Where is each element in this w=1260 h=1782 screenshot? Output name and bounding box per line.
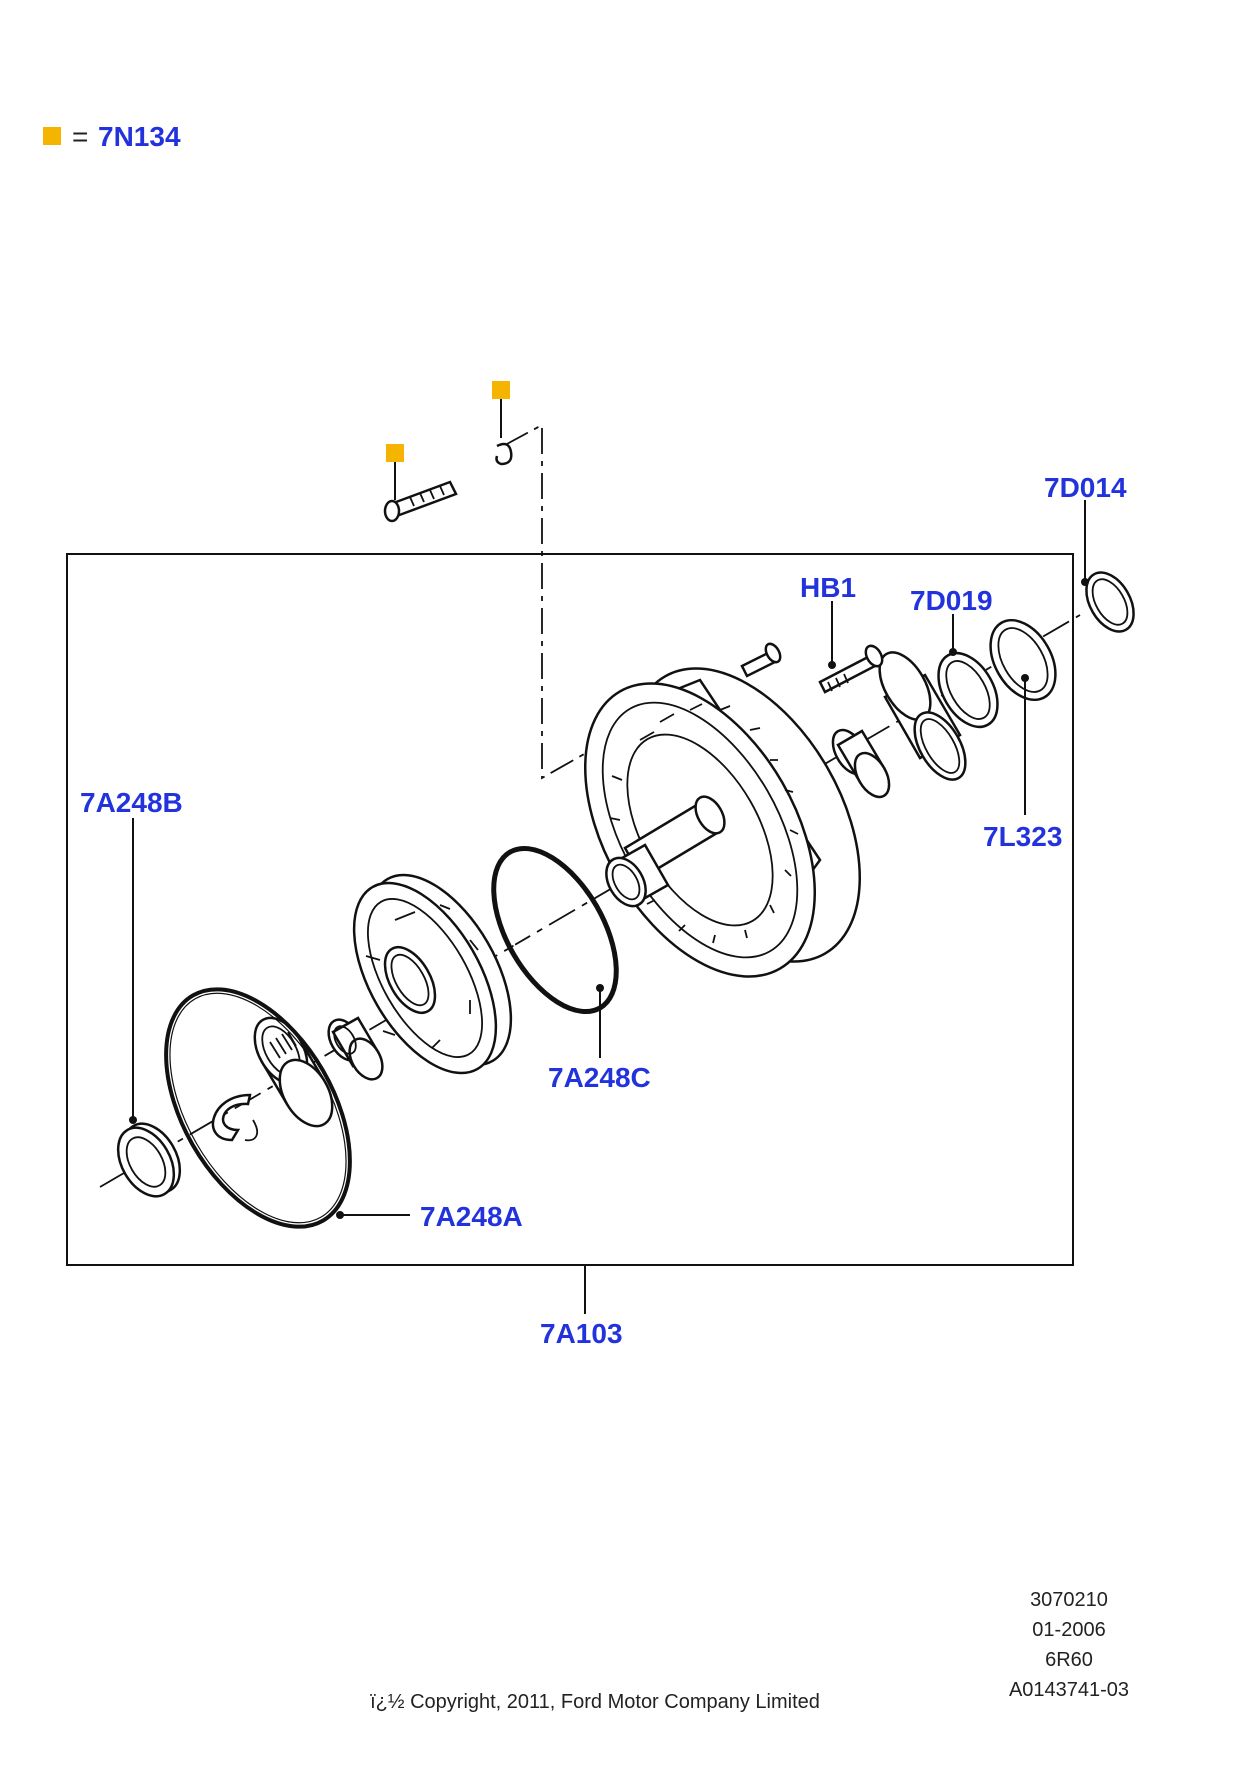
callout-7D014: 7D014	[1044, 472, 1127, 503]
legend-code: 7N134	[98, 121, 181, 152]
legend-marker-icon	[43, 127, 61, 145]
clip-icon	[495, 442, 513, 466]
legend-equals: =	[72, 121, 88, 152]
ring-7L323-icon	[989, 618, 1057, 702]
ring-7D014-icon	[1085, 571, 1135, 633]
copyright-notice: ï¿½ Copyright, 2011, Ford Motor Company …	[370, 1691, 820, 1713]
screw-icon-right	[818, 644, 884, 694]
ring-7D019-icon	[937, 651, 999, 729]
callout-7A103: 7A103	[540, 1318, 623, 1349]
bushing-large-icon	[878, 651, 967, 781]
marker-icon-clip	[492, 381, 510, 399]
ref-number: 3070210	[1030, 1589, 1108, 1611]
snap-ring-icon	[211, 1093, 252, 1142]
callout-7L323: 7L323	[983, 821, 1062, 852]
bushing-small-icon	[831, 728, 891, 799]
ref-illustration-id: A0143741-03	[1009, 1679, 1129, 1701]
screw-icon-left	[740, 642, 782, 678]
callout-7A248C: 7A248C	[548, 1062, 651, 1093]
pump-cover-icon	[352, 873, 513, 1075]
oring-7A248A-icon	[164, 987, 352, 1229]
seal-7A248B-icon	[116, 1122, 182, 1198]
ref-date: 01-2006	[1032, 1619, 1105, 1641]
pump-body-icon	[583, 667, 862, 978]
ref-model: 6R60	[1045, 1649, 1093, 1671]
callout-7A248A: 7A248A	[420, 1201, 523, 1232]
callout-7A248B: 7A248B	[80, 787, 183, 818]
callout-7D019: 7D019	[910, 585, 993, 616]
assembly-frame	[66, 553, 1074, 1266]
callout-HB1: HB1	[800, 572, 856, 603]
sleeve-icon	[327, 1016, 384, 1081]
needle-bearing-icon	[253, 1016, 334, 1128]
bolt-icon	[383, 480, 458, 523]
marker-icon-bolt	[386, 444, 404, 462]
mount-guide-line	[504, 423, 601, 780]
